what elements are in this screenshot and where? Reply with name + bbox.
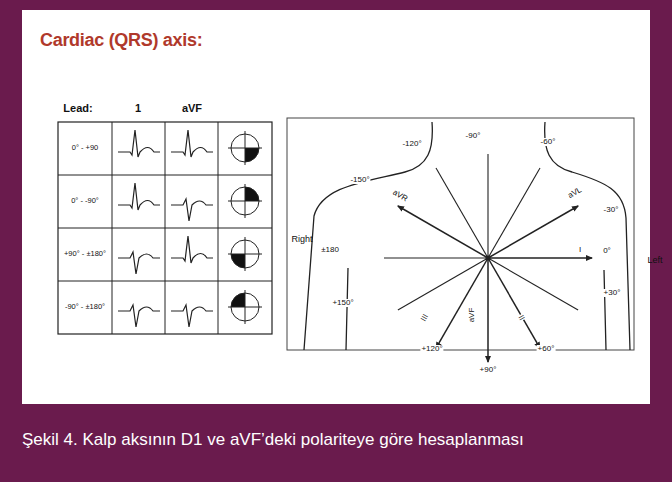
axis-ray	[488, 168, 540, 258]
angle-label: +30°	[603, 289, 622, 297]
ecg-complex	[171, 236, 213, 263]
angle-label: +60°	[537, 345, 556, 353]
ecg-complex	[118, 130, 160, 157]
axis-center	[486, 256, 491, 261]
side-label: Right	[291, 235, 312, 244]
table-rule	[165, 122, 166, 334]
range-cell: +90° - ±180°	[64, 250, 106, 258]
angle-label: ±180	[320, 246, 340, 254]
table-rule	[112, 122, 113, 334]
axis-ray	[398, 206, 488, 258]
axis-ray	[487, 154, 488, 258]
axis-rays	[384, 154, 592, 362]
ecg-complex	[118, 252, 160, 274]
angle-label: -90°	[465, 132, 482, 140]
axis-ray	[398, 258, 488, 310]
white-panel	[22, 10, 650, 404]
slide-title: Cardiac (QRS) axis:	[40, 30, 202, 51]
lead-label: aVF	[468, 307, 476, 324]
axis-ray	[436, 168, 488, 258]
angle-label: -60°	[540, 138, 557, 146]
table-drawing	[58, 122, 272, 334]
lead-label: aVL	[566, 185, 584, 200]
axis-ray	[488, 258, 540, 348]
header-cell: 1	[135, 103, 141, 114]
lead-label: III	[419, 312, 430, 324]
header-cell: aVF	[182, 103, 202, 114]
range-cell: 0° - -90°	[71, 197, 99, 205]
table-rule	[218, 122, 219, 334]
table-frame	[58, 122, 272, 334]
axis-cross	[245, 184, 246, 218]
lead-label: II	[516, 313, 526, 323]
angle-label: 0°	[602, 247, 612, 255]
ecg-complex	[171, 305, 213, 327]
ecg-complex	[118, 305, 160, 327]
angle-label: -30°	[603, 206, 620, 214]
torso-outline	[545, 122, 630, 350]
figure-frame	[287, 118, 634, 350]
ecg-complex	[118, 183, 160, 210]
ecg-complex	[171, 130, 213, 157]
lead-label: I	[578, 246, 582, 254]
angle-label: +150°	[331, 299, 354, 307]
angle-label: +120°	[420, 345, 443, 353]
angle-label: -150°	[349, 176, 370, 184]
axis-ray	[384, 257, 488, 258]
angle-label: +90°	[479, 366, 498, 374]
header-cell: Lead:	[63, 103, 92, 114]
axis-ray	[488, 258, 578, 310]
angle-label: -120°	[401, 140, 422, 148]
axis-ray	[487, 258, 489, 362]
axis-cross	[245, 290, 246, 324]
axis-ray	[488, 206, 578, 258]
lead-label: aVR	[390, 188, 409, 204]
side-label: Left	[647, 256, 662, 265]
ecg-complex	[171, 199, 213, 221]
torso-outline	[304, 122, 432, 350]
torso-outline	[346, 268, 606, 350]
axis-ray	[436, 258, 488, 348]
figure-caption: Şekil 4. Kalp aksının D1 ve aVF’deki pol…	[22, 430, 524, 450]
axis-cross	[245, 237, 246, 271]
range-cell: -90° - ±180°	[65, 303, 105, 311]
axis-cross	[245, 131, 246, 165]
range-cell: 0° - +90	[72, 144, 99, 152]
axis-ray	[488, 257, 592, 259]
